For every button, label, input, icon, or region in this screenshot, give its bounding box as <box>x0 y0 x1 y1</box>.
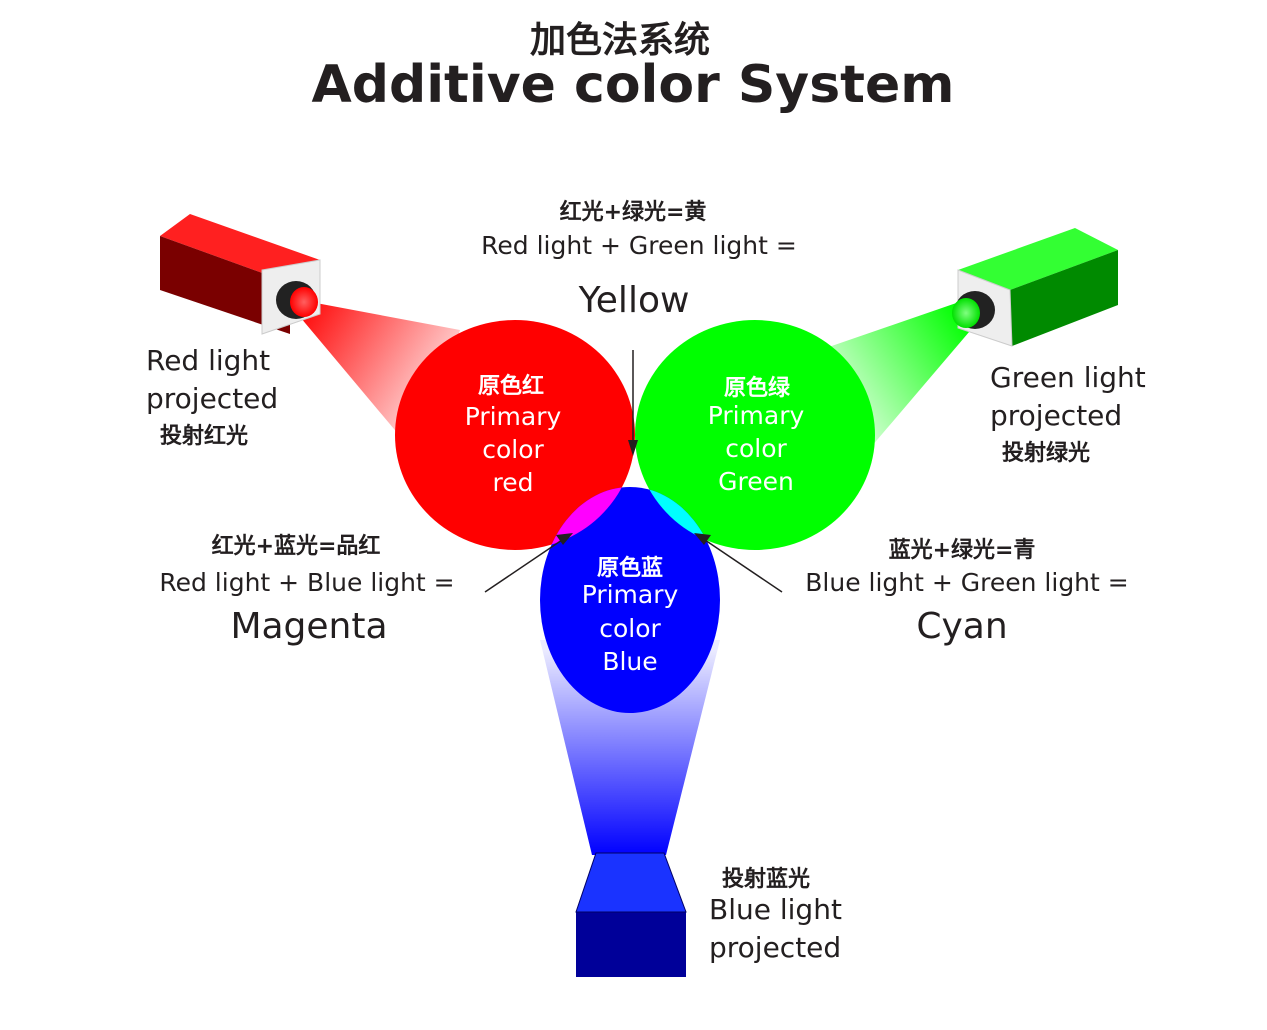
yellow-mix-formula: Red light + Green light = <box>481 231 797 260</box>
cyan-mix-zh: 蓝光+绿光=青 <box>889 537 1036 563</box>
green-projector-zh: 投射绿光 <box>1002 440 1090 466</box>
primary-blue-line2: color <box>599 614 661 643</box>
blue-projector-icon <box>575 852 687 977</box>
red-projector-line2: projected <box>146 382 278 415</box>
primary-green-line1: Primary <box>708 401 805 430</box>
blue-projector-line1: Blue light <box>709 893 842 926</box>
cyan-mix-formula: Blue light + Green light = <box>805 568 1128 597</box>
red-projector-zh: 投射红光 <box>160 423 248 449</box>
primary-green-zh: 原色绿 <box>724 375 791 401</box>
magenta-mix-zh: 红光+蓝光=品红 <box>212 533 381 559</box>
magenta-mix-formula: Red light + Blue light = <box>159 568 454 597</box>
cyan-pointer-arrow <box>704 539 783 593</box>
primary-red-circle <box>395 320 635 550</box>
primary-red-line2: color <box>482 435 544 464</box>
title-en: Additive color System <box>312 55 955 115</box>
primary-blue-zh: 原色蓝 <box>597 555 663 581</box>
primary-red-line1: Primary <box>465 402 562 431</box>
red-projector-line1: Red light <box>146 344 270 377</box>
cyan-mix-result: Cyan <box>916 606 1007 647</box>
yellow-mix-zh: 红光+绿光=黄 <box>560 199 707 225</box>
magenta-pointer-arrow <box>484 539 563 593</box>
green-projector-line1: Green light <box>990 361 1146 394</box>
primary-red-zh: 原色红 <box>478 373 544 399</box>
green-projector-line2: projected <box>990 399 1122 432</box>
blue-projector-line2: projected <box>709 931 841 964</box>
primary-red-line3: red <box>493 468 534 497</box>
primary-blue-line1: Primary <box>582 580 679 609</box>
primary-green-line3: Green <box>718 467 794 496</box>
title-zh: 加色法系统 <box>530 20 710 61</box>
primary-green-circle <box>635 320 875 550</box>
primary-green-line2: color <box>725 434 787 463</box>
blue-projector-zh: 投射蓝光 <box>722 866 810 892</box>
primary-blue-line3: Blue <box>602 647 657 676</box>
primary-blue-circle <box>540 487 720 713</box>
green-projector-icon <box>952 228 1118 347</box>
yellow-mix-result: Yellow <box>578 280 690 321</box>
red-projector-icon <box>160 214 321 335</box>
magenta-mix-result: Magenta <box>230 606 387 647</box>
